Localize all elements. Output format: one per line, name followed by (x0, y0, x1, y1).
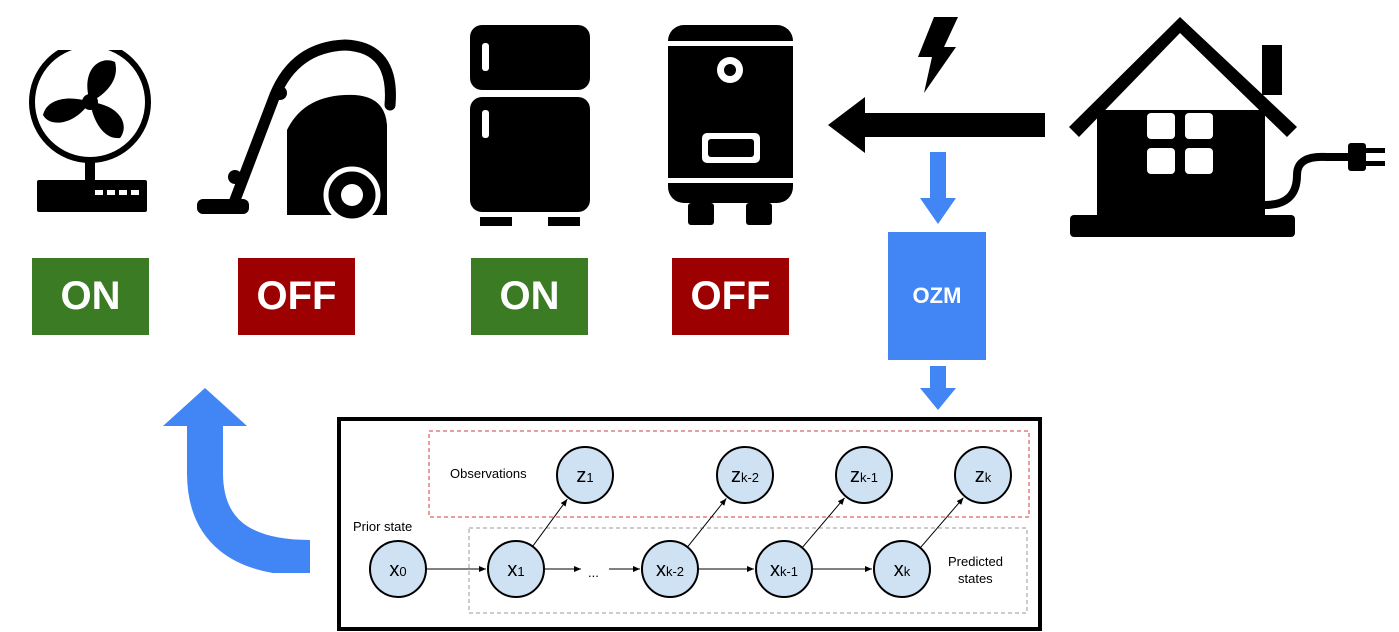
observation-node-3: zk (954, 446, 1012, 504)
state-node-1: x1 (487, 540, 545, 598)
lightning-bolt-icon (918, 17, 958, 93)
fan-icon (29, 50, 151, 212)
edge-state-obs-2 (801, 497, 845, 549)
observation-node-0: z1 (556, 446, 614, 504)
power-flow-arrow (828, 97, 1045, 153)
state-node-2-label: xk-2 (656, 559, 684, 581)
ozm-box: OZM (888, 232, 986, 360)
state-node-4: xk (873, 540, 931, 598)
state-node-0: x0 (369, 540, 427, 598)
hmm-diagram: Observations Prior state Predicted state… (337, 417, 1042, 631)
edge-state-obs-3 (919, 497, 964, 549)
predicted-states-box (468, 527, 1028, 614)
predicted-label-line2: states (958, 571, 993, 586)
arrow-to-hmm-icon (920, 366, 956, 410)
refrigerator-status-label: ON (471, 258, 588, 335)
state-node-3-label: xk-1 (770, 559, 798, 581)
observation-node-0-label: z1 (576, 465, 593, 487)
vacuum-status-label: OFF (238, 258, 355, 335)
arrow-to-ozm-icon (920, 152, 956, 224)
observation-node-3-label: zk (975, 465, 992, 487)
water-heater-status-label: OFF (672, 258, 789, 335)
state-node-3: xk-1 (755, 540, 813, 598)
ellipsis: ... (588, 565, 599, 580)
observation-node-1: zk-2 (716, 446, 774, 504)
house-icon (1069, 17, 1385, 237)
feedback-arrow-icon (163, 388, 311, 573)
state-node-0-label: x0 (389, 559, 406, 581)
fan-status-label: ON (32, 258, 149, 335)
observation-node-2-label: zk-1 (850, 465, 878, 487)
vacuum-cleaner-icon (197, 39, 396, 220)
state-node-2: xk-2 (641, 540, 699, 598)
observation-node-1-label: zk-2 (731, 465, 759, 487)
observations-label: Observations (450, 466, 527, 481)
water-heater-icon (668, 25, 793, 225)
state-node-1-label: x1 (507, 559, 524, 581)
edge-state-obs-1 (687, 498, 727, 548)
predicted-label-line1: Predicted (948, 554, 1003, 569)
refrigerator-icon (470, 25, 590, 226)
observation-node-2: zk-1 (835, 446, 893, 504)
edge-state-obs-0 (532, 498, 568, 547)
prior-state-label: Prior state (353, 519, 412, 534)
state-node-4-label: xk (894, 559, 911, 581)
